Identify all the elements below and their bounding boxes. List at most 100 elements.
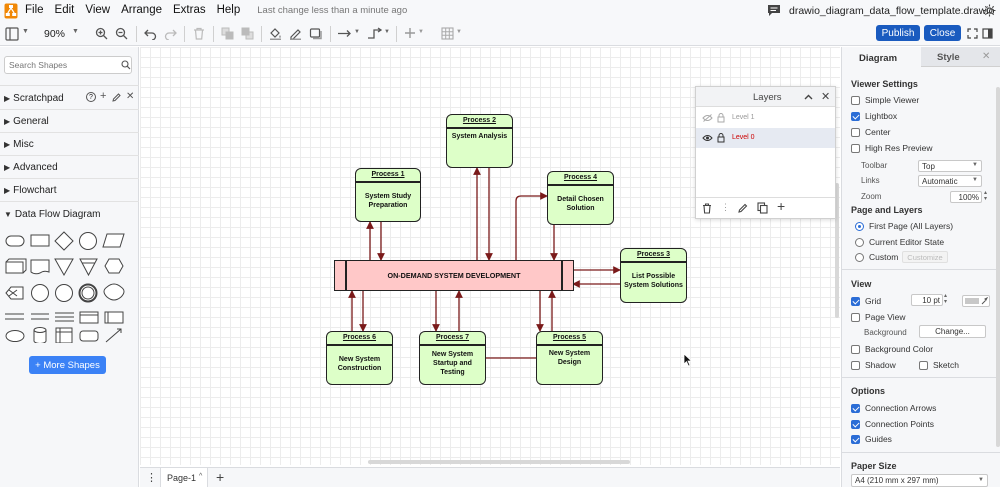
section-misc[interactable]: ▶Misc [0, 133, 139, 156]
chevron-down-icon[interactable]: ▼ [22, 28, 29, 35]
menu-extras[interactable]: Extras [173, 4, 206, 16]
page-view-checkbox[interactable]: Page View [851, 312, 905, 322]
layers-header[interactable]: Layers ✕ [696, 87, 835, 107]
checkbox[interactable] [851, 344, 860, 354]
checkbox[interactable] [851, 419, 860, 429]
table-icon[interactable] [441, 27, 454, 40]
lightbox-checkbox[interactable]: Lightbox [851, 111, 897, 121]
fill-color-icon[interactable] [269, 27, 282, 40]
zoom-input[interactable]: 100% [950, 191, 982, 203]
section-data-flow-diagram[interactable]: ▼Data Flow Diagram [0, 203, 139, 226]
to-front-icon[interactable] [221, 27, 234, 40]
checkbox[interactable] [851, 434, 860, 444]
checkbox[interactable] [851, 143, 860, 153]
process-node[interactable]: Process 1 System Study Preparation [355, 168, 421, 222]
menu-view[interactable]: View [85, 4, 111, 16]
customize-button[interactable]: Customize [902, 251, 948, 263]
checkbox[interactable] [851, 403, 860, 413]
help-icon[interactable]: ? [86, 92, 96, 102]
checkbox[interactable] [851, 111, 860, 121]
sketch-checkbox[interactable]: Sketch [919, 360, 959, 370]
radio[interactable] [855, 252, 864, 262]
checkbox[interactable] [851, 95, 860, 105]
menu-file[interactable]: File [25, 4, 44, 16]
section-scratchpad[interactable]: ▶Scratchpad ? + ✕ [0, 87, 139, 110]
section-general[interactable]: ▶General [0, 110, 139, 133]
process-node[interactable]: Process 7 New System Startup and Testing [419, 331, 486, 385]
high-res-checkbox[interactable]: High Res Preview [851, 143, 933, 153]
more-shapes-button[interactable]: + More Shapes [29, 356, 106, 374]
grid-color-button[interactable] [962, 295, 990, 307]
stepper-icon[interactable]: ▴▾ [944, 293, 948, 305]
zoom-dropdown-icon[interactable]: ▼ [72, 28, 79, 35]
checkbox[interactable] [851, 312, 860, 322]
radio[interactable] [855, 237, 864, 247]
toolbar-select[interactable]: Top▼ [918, 160, 982, 172]
tab-diagram[interactable]: Diagram [842, 47, 921, 67]
chevron-down-icon[interactable]: ▼ [354, 29, 360, 35]
zoom-in-icon[interactable] [95, 27, 108, 40]
eye-hidden-icon[interactable] [702, 114, 713, 122]
checkbox[interactable] [851, 360, 860, 370]
chevron-down-icon[interactable]: ▼ [418, 29, 424, 35]
edit-layer-icon[interactable] [738, 203, 748, 213]
checkbox[interactable] [919, 360, 928, 370]
layer-row-level-0[interactable]: Level 0 [696, 128, 835, 148]
close-button[interactable]: Close [924, 25, 961, 41]
chevron-up-icon[interactable]: ^ [199, 473, 203, 480]
last-change-status[interactable]: Last change less than a minute ago [257, 5, 408, 16]
dfd-shape-palette[interactable] [3, 231, 135, 343]
grid-size-input[interactable]: 10 pt [911, 294, 943, 306]
more-options-icon[interactable]: ⋮ [721, 202, 730, 212]
to-back-icon[interactable] [241, 27, 254, 40]
background-color-checkbox[interactable]: Background Color [851, 344, 933, 354]
page-tab[interactable]: Page-1 ^ [160, 468, 208, 487]
search-icon[interactable] [121, 60, 131, 70]
section-flowchart[interactable]: ▶Flowchart [0, 179, 139, 202]
collapse-icon[interactable] [804, 94, 813, 100]
undo-icon[interactable] [144, 27, 157, 40]
close-icon[interactable]: ✕ [821, 91, 831, 103]
search-input[interactable] [5, 57, 113, 73]
menu-edit[interactable]: Edit [54, 4, 75, 16]
comment-icon[interactable] [767, 4, 781, 17]
lock-icon[interactable] [717, 113, 725, 123]
custom-radio[interactable]: Custom [855, 252, 898, 262]
add-layer-icon[interactable]: + [777, 198, 786, 214]
links-select[interactable]: Automatic▼ [918, 175, 982, 187]
current-state-radio[interactable]: Current Editor State [855, 237, 944, 247]
close-icon[interactable]: ✕ [982, 51, 991, 62]
redo-icon[interactable] [164, 27, 177, 40]
center-checkbox[interactable]: Center [851, 127, 891, 137]
insert-plus-icon[interactable] [404, 27, 416, 39]
publish-button[interactable]: Publish [876, 25, 920, 41]
shadow-icon[interactable] [309, 27, 322, 40]
zoom-level[interactable]: 90% [44, 28, 66, 40]
duplicate-layer-icon[interactable] [757, 202, 768, 214]
stepper-icon[interactable]: ▴▾ [984, 190, 988, 202]
connection-points-checkbox[interactable]: Connection Points [851, 419, 934, 429]
close-icon[interactable]: ✕ [126, 91, 135, 102]
waypoints-icon[interactable] [367, 27, 383, 40]
process-node[interactable]: Process 4 Detail Chosen Solution [547, 171, 614, 225]
fullscreen-icon[interactable] [967, 28, 978, 39]
connection-style-icon[interactable] [337, 28, 353, 39]
format-panel-toggle-icon[interactable] [5, 27, 19, 41]
paper-size-select[interactable]: A4 (210 mm x 297 mm)▼ [851, 474, 988, 487]
shadow-checkbox[interactable]: Shadow [851, 360, 896, 370]
panel-scrollbar[interactable] [996, 87, 1000, 447]
horizontal-scrollbar[interactable] [368, 460, 630, 464]
radio[interactable] [855, 221, 864, 231]
flow-main-to-p4[interactable] [515, 192, 548, 260]
process-node[interactable]: Process 5 New System Design [536, 331, 603, 385]
checkbox[interactable] [851, 127, 860, 137]
checkbox[interactable] [851, 296, 860, 306]
layer-row-level-1[interactable]: Level 1 [696, 108, 835, 128]
add-icon[interactable]: + [100, 90, 107, 102]
vertical-scrollbar[interactable] [835, 183, 839, 318]
split-view-icon[interactable] [982, 28, 993, 39]
section-advanced[interactable]: ▶Advanced [0, 156, 139, 179]
layers-window[interactable]: Layers ✕ Level 1 Level 0 ⋮ + [695, 86, 836, 219]
zoom-out-icon[interactable] [115, 27, 128, 40]
tab-style[interactable]: Style ✕ [921, 47, 1000, 67]
